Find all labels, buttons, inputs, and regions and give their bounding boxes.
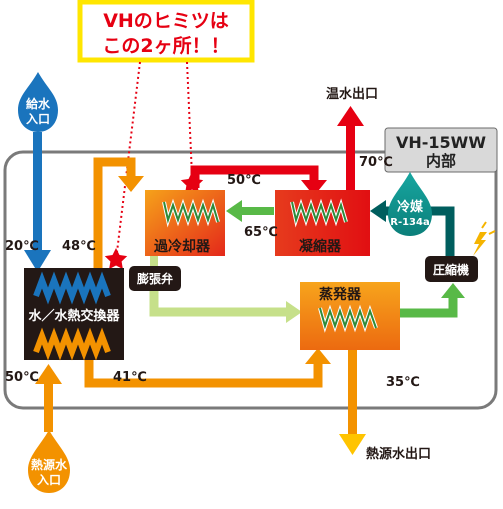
condenser-to-subcooler-arrowhead: [226, 200, 242, 222]
refrigerant-drop-icon: [388, 172, 432, 236]
temp-hx-out: 48℃: [62, 239, 96, 254]
unit-frame: [3, 150, 498, 410]
heat-source-label-2: 入口: [37, 473, 61, 487]
temp-hx-source-out: 41℃: [113, 370, 147, 385]
heat-source-outlet-label: 熱源水出口: [366, 446, 431, 462]
subcooler-to-condenser-arrowhead: [301, 180, 327, 196]
subcooler-to-condenser-pipe: [190, 165, 319, 188]
heat-source-label-1: 熱源水: [31, 457, 68, 472]
condenser-to-subcooler-pipe: [240, 207, 274, 215]
expansion-valve-label: 膨張弁: [136, 271, 173, 286]
evaporator-coil-inner: [319, 307, 377, 330]
temp-hot-out: 70℃: [359, 155, 393, 170]
expansion-valve: [129, 266, 181, 291]
hx-coil-orange: [33, 327, 111, 361]
valve-to-evaporator-arrowhead: [286, 301, 302, 323]
condenser: [275, 190, 370, 256]
hx-to-subcooler-arrowhead: [118, 176, 144, 192]
evaporator-to-compressor-pipe: [400, 296, 458, 318]
unit-label-box: [384, 127, 498, 173]
evaporator-to-compressor-arrowhead: [441, 283, 465, 298]
feed-water-drop-icon: [18, 72, 58, 132]
evaporator-label: 蒸発器: [319, 286, 362, 303]
source-out-arrowhead: [339, 434, 366, 455]
temp-sub-to-cond: 50℃: [227, 173, 261, 188]
hot-water-outlet-label: 温水出口: [326, 86, 378, 102]
callout-dotted-line-right: [186, 61, 193, 177]
spark-line-1: [481, 221, 487, 229]
subcooler: [145, 190, 225, 256]
compressor-label: 圧縮機: [433, 262, 469, 277]
temp-feed-in: 20℃: [5, 239, 39, 254]
callout-line1: VHのヒミツは: [103, 10, 229, 32]
heat-source-pipe: [44, 382, 53, 432]
compressor-to-condenser-arrowhead: [370, 200, 386, 222]
compressor: [425, 256, 478, 282]
hot-water-arrowhead: [337, 106, 364, 126]
subcooler-label: 過冷却器: [153, 238, 211, 255]
heat-source-drop-icon: [28, 430, 70, 493]
condenser-coil-inner: [291, 201, 347, 224]
refrigerant-label: 冷媒: [397, 199, 424, 215]
temp-source-out: 35℃: [386, 375, 420, 390]
callout-dotted-line-left: [116, 61, 141, 253]
feed-water-label-1: 給水: [26, 96, 51, 111]
hx-to-subcooler-pipe: [93, 157, 136, 268]
feed-water-label-2: 入口: [26, 112, 50, 126]
spark-line-2: [488, 230, 496, 235]
hx-coil-blue: [33, 271, 111, 305]
refrigerant-type: R-134a: [390, 217, 429, 228]
water-hx-label: 水／水熱交換器: [28, 308, 120, 324]
lightning-icon: [473, 232, 487, 256]
feed-water-pipe: [33, 132, 42, 253]
subcooler-coil-inner: [163, 201, 219, 224]
callout-star-left: [104, 248, 128, 270]
temp-cond-to-sub: 65℃: [244, 225, 278, 240]
unit-inner: 内部: [426, 152, 456, 170]
feed-water-arrowhead: [24, 250, 51, 272]
hx-to-evaporator-pipe: [84, 358, 323, 388]
subcooler-to-valve-pipe: [150, 256, 158, 270]
unit-model: VH-15WW: [396, 133, 486, 152]
temp-heat-source-in: 50℃: [5, 370, 39, 385]
valve-to-evaporator-pipe: [149, 290, 288, 317]
callout-box: [77, 0, 255, 63]
heat-source-arrowhead: [35, 364, 62, 384]
callout-line2: この2ヶ所！！: [102, 35, 229, 57]
source-out-pipe: [348, 350, 357, 436]
hot-water-pipe: [346, 122, 355, 192]
hx-to-evaporator-arrowhead: [305, 348, 331, 364]
condenser-label: 凝縮器: [299, 238, 342, 255]
